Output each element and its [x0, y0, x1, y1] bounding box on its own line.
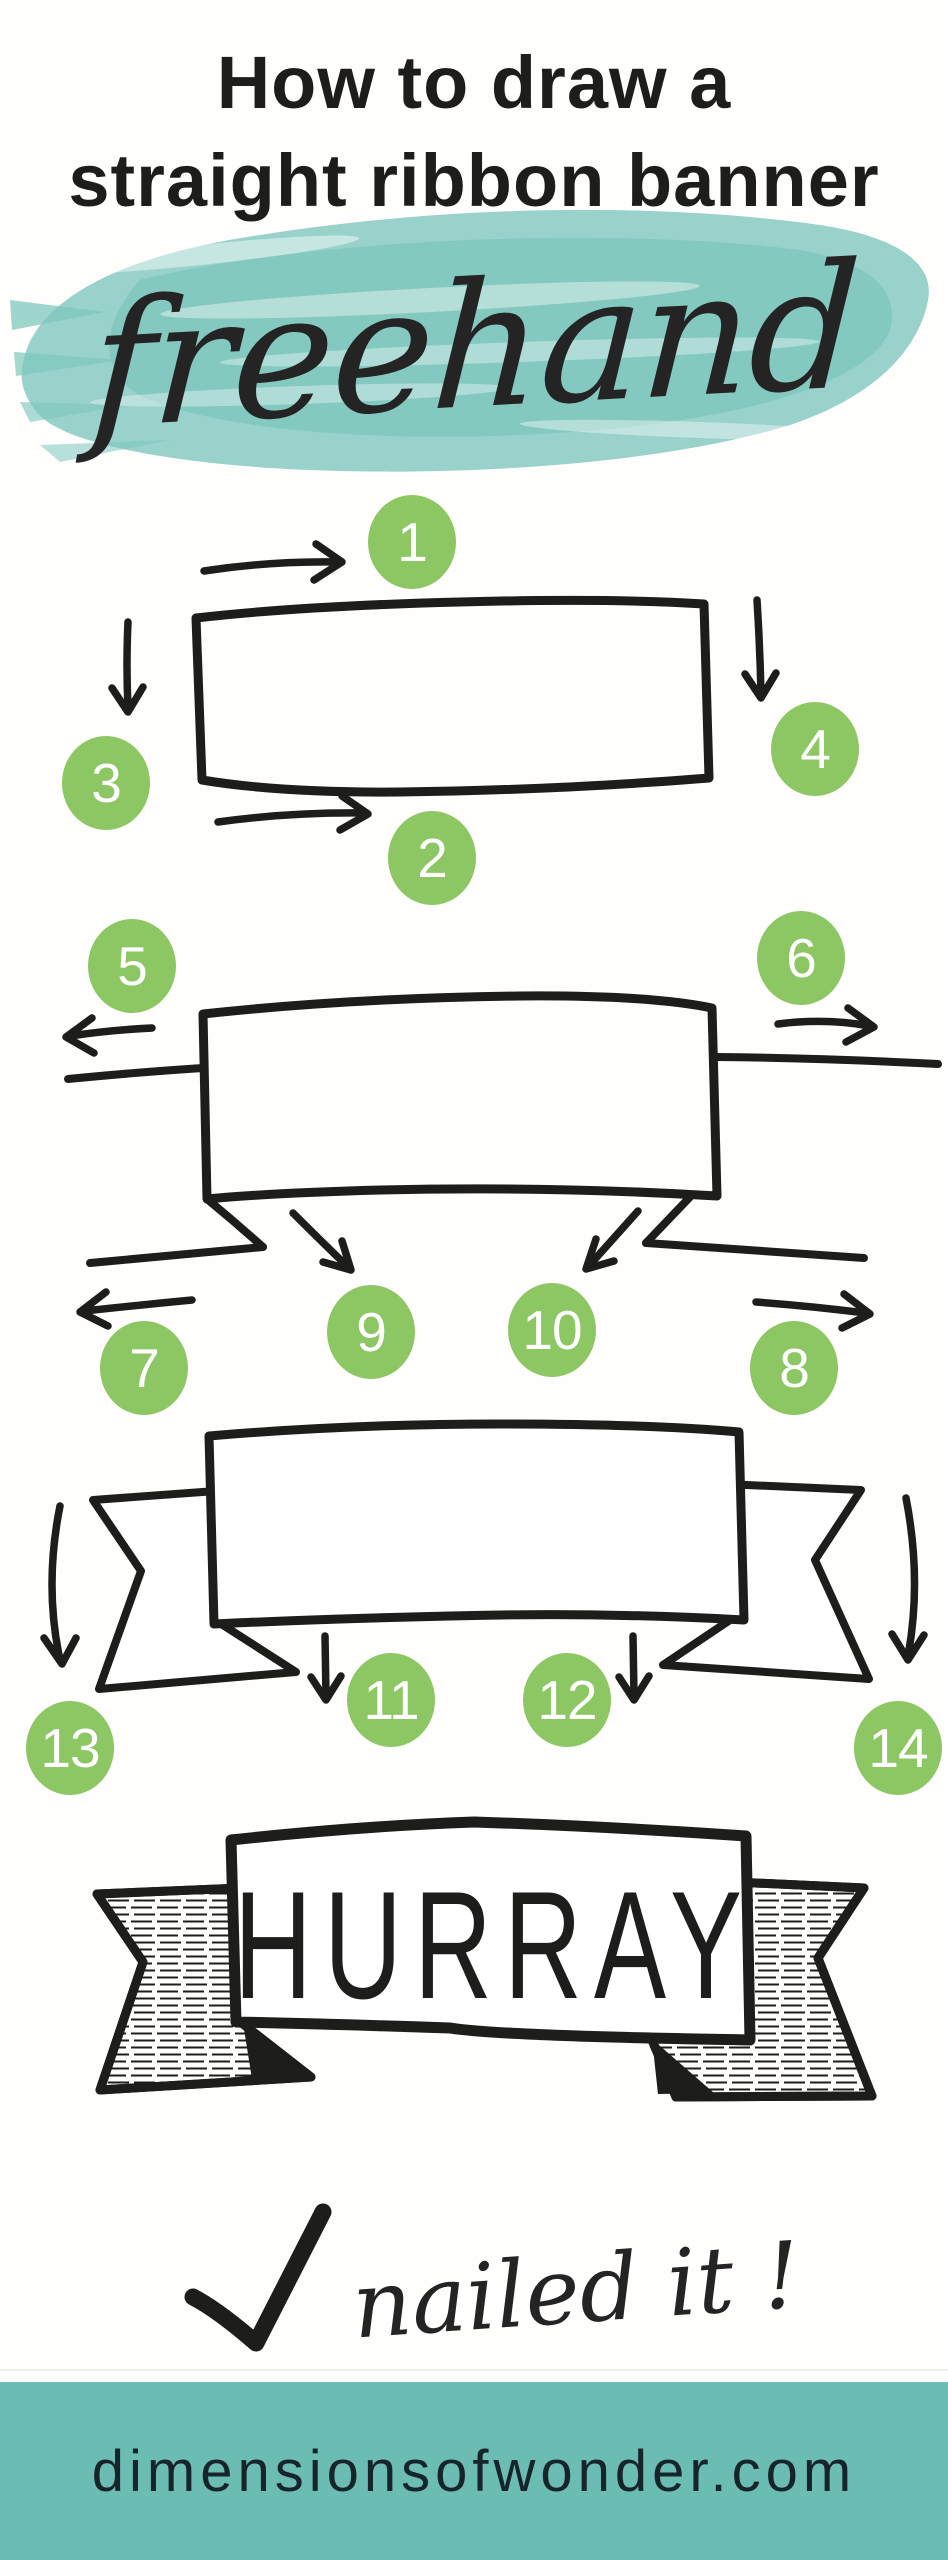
- step-circle-11: 11: [347, 1653, 435, 1747]
- arrow-step-2-icon: [214, 792, 372, 834]
- step-circle-6: 6: [757, 911, 845, 1005]
- arrow-step-7-icon: [76, 1288, 196, 1330]
- diagram2-right-tail-line: [713, 1053, 942, 1068]
- step-circle-7: 7: [100, 1321, 188, 1415]
- step-circle-14: 14: [854, 1701, 942, 1795]
- step-number: 3: [91, 752, 122, 814]
- step-number: 12: [537, 1669, 597, 1731]
- step-number: 11: [363, 1669, 419, 1731]
- diagram1-rectangle: [191, 595, 714, 797]
- diagram2-rectangle: [198, 991, 722, 1204]
- arrow-step-6-icon: [774, 1004, 878, 1046]
- watercolor-brush-stroke: [10, 209, 929, 472]
- arrow-step-13-icon: [40, 1502, 80, 1668]
- diagram2-left-tail-line: [64, 1064, 207, 1083]
- footer-divider: [0, 2369, 948, 2371]
- step-circle-4: 4: [771, 702, 859, 796]
- arrow-step-4-icon: [741, 596, 780, 702]
- step-circle-2: 2: [388, 811, 476, 905]
- arrow-step-14-icon: [888, 1494, 928, 1664]
- step-circle-10: 10: [508, 1283, 596, 1377]
- final-banner-fold-shadows: [243, 2023, 714, 2094]
- step-circle-1: 1: [368, 495, 456, 589]
- footer-bar: dimensionsofwonder.com: [0, 2382, 948, 2560]
- step-circle-9: 9: [327, 1285, 415, 1379]
- page-title-line1: How to draw a: [216, 41, 732, 124]
- diagram2-right-fold-line: [642, 1193, 868, 1262]
- page-title-line2: straight ribbon banner: [68, 139, 880, 222]
- step-number: 1: [397, 511, 428, 573]
- final-banner-label: HURRAY: [234, 1858, 755, 2031]
- step-number: 2: [417, 827, 448, 889]
- arrow-step-11-icon: [307, 1632, 345, 1704]
- diagram2-left-fold-line: [86, 1195, 267, 1267]
- hero-script-word: freehand: [85, 225, 864, 468]
- check-icon: [184, 2203, 332, 2352]
- step-number: 10: [522, 1299, 582, 1361]
- arrow-step-1-icon: [200, 540, 346, 584]
- arrow-step-10-icon: [582, 1207, 642, 1273]
- step-circle-5: 5: [88, 919, 176, 1013]
- step-number: 8: [779, 1337, 810, 1399]
- website-url: dimensionsofwonder.com: [91, 2438, 857, 2504]
- step-number: 4: [800, 718, 831, 780]
- step-circle-13: 13: [26, 1701, 114, 1795]
- arrow-step-12-icon: [615, 1632, 653, 1704]
- step-circle-3: 3: [62, 736, 150, 830]
- step-circle-12: 12: [523, 1653, 611, 1747]
- diagram3-rectangle: [204, 1419, 749, 1629]
- arrow-step-9-icon: [289, 1209, 355, 1274]
- step-number: 14: [868, 1717, 928, 1779]
- step-number: 9: [356, 1301, 387, 1363]
- arrow-step-3-icon: [108, 618, 147, 716]
- arrow-step-8-icon: [752, 1290, 874, 1332]
- step-number: 6: [786, 927, 817, 989]
- arrow-step-5-icon: [62, 1014, 156, 1057]
- step-number: 5: [117, 935, 148, 997]
- step-circle-8: 8: [750, 1321, 838, 1415]
- step-number: 13: [40, 1717, 100, 1779]
- final-banner-rectangle: [225, 1816, 756, 2046]
- step-number: 7: [129, 1337, 160, 1399]
